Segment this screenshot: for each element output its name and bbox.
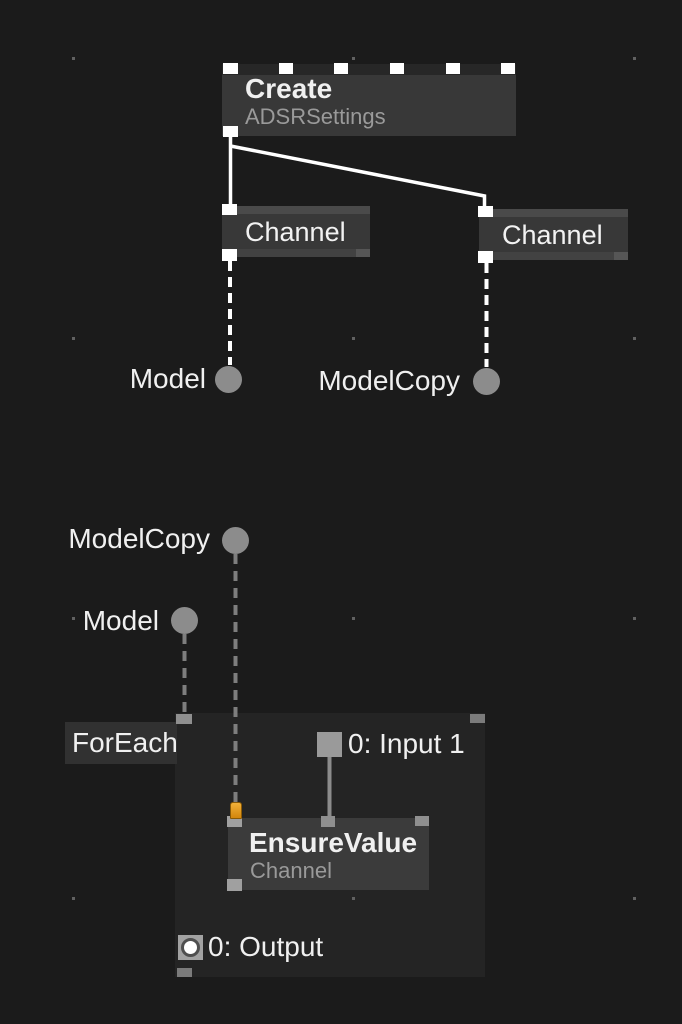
node-create-subtitle: ADSRSettings [245,104,386,129]
channel-left-input-port[interactable] [222,204,237,215]
create-input-port-2[interactable] [279,63,293,74]
grid-dot [72,617,75,620]
node-ensurevalue-subtitle: Channel [250,858,332,883]
foreach-bottom-left-port[interactable] [177,968,192,977]
channel-right-output-port[interactable] [478,251,493,263]
model-output-port[interactable] [215,366,242,393]
node-channel-left-title: Channel [245,217,346,247]
model-input-port[interactable] [171,607,198,634]
foreach-top-left-port[interactable] [176,714,192,724]
channel-left-output-port[interactable] [222,249,237,261]
foreach-top-right-port[interactable] [470,714,485,723]
foreach-output-socket[interactable] [178,935,203,960]
channel-right-footer-accent [614,252,628,260]
modelcopy-input-port[interactable] [222,527,249,554]
foreach-group-label: ForEach [72,727,178,758]
modelcopy-output-port[interactable] [473,368,500,395]
cable-create-to-channel-right[interactable] [230,144,487,209]
channel-right-header-strip [479,209,628,217]
grid-dot [633,337,636,340]
create-input-strip [222,64,516,75]
ensurevalue-input-port-1[interactable] [227,816,242,827]
grid-dot [72,337,75,340]
create-input-port-4[interactable] [390,63,404,74]
create-input-port-6[interactable] [501,63,515,74]
modelcopy-output-label: ModelCopy [318,365,460,396]
ensurevalue-input-port-3[interactable] [415,816,429,826]
node-create[interactable]: Create ADSRSettings [222,64,516,136]
foreach-input1-socket[interactable] [317,732,342,757]
channel-left-footer-strip [222,249,370,257]
node-channel-left[interactable]: Channel [222,206,370,257]
foreach-group-label-box[interactable]: ForEach [65,722,178,764]
grid-dot [633,617,636,620]
node-create-title: Create [245,73,333,104]
node-ensurevalue[interactable]: EnsureValue Channel [228,818,429,890]
channel-right-input-port[interactable] [478,206,493,217]
modelcopy-input-label: ModelCopy [68,523,210,554]
output-socket-dot-icon [181,938,200,957]
foreach-output-label: 0: Output [208,931,324,962]
grid-dot [72,897,75,900]
create-input-port-1[interactable] [223,63,238,74]
model-output-label: Model [129,363,206,394]
create-input-port-5[interactable] [446,63,460,74]
create-input-port-3[interactable] [334,63,348,74]
node-ensurevalue-title: EnsureValue [249,827,418,858]
grid-dot [352,57,355,60]
ensurevalue-input-port-2[interactable] [321,816,335,827]
node-channel-right[interactable]: Channel [479,209,628,260]
create-output-port[interactable] [223,126,238,137]
foreach-input1-label: 0: Input 1 [348,728,465,759]
channel-left-footer-accent [356,249,370,257]
channel-left-header-strip [222,206,370,214]
grid-dot [352,337,355,340]
grid-dot [352,617,355,620]
orange-cable-plug[interactable] [230,802,242,819]
node-channel-right-title: Channel [502,220,603,250]
grid-dot [352,897,355,900]
grid-dot [72,57,75,60]
grid-dot [633,57,636,60]
ensurevalue-output-port[interactable] [227,879,242,891]
grid-dot [633,897,636,900]
model-input-label: Model [82,605,159,636]
channel-right-footer-strip [479,252,628,260]
